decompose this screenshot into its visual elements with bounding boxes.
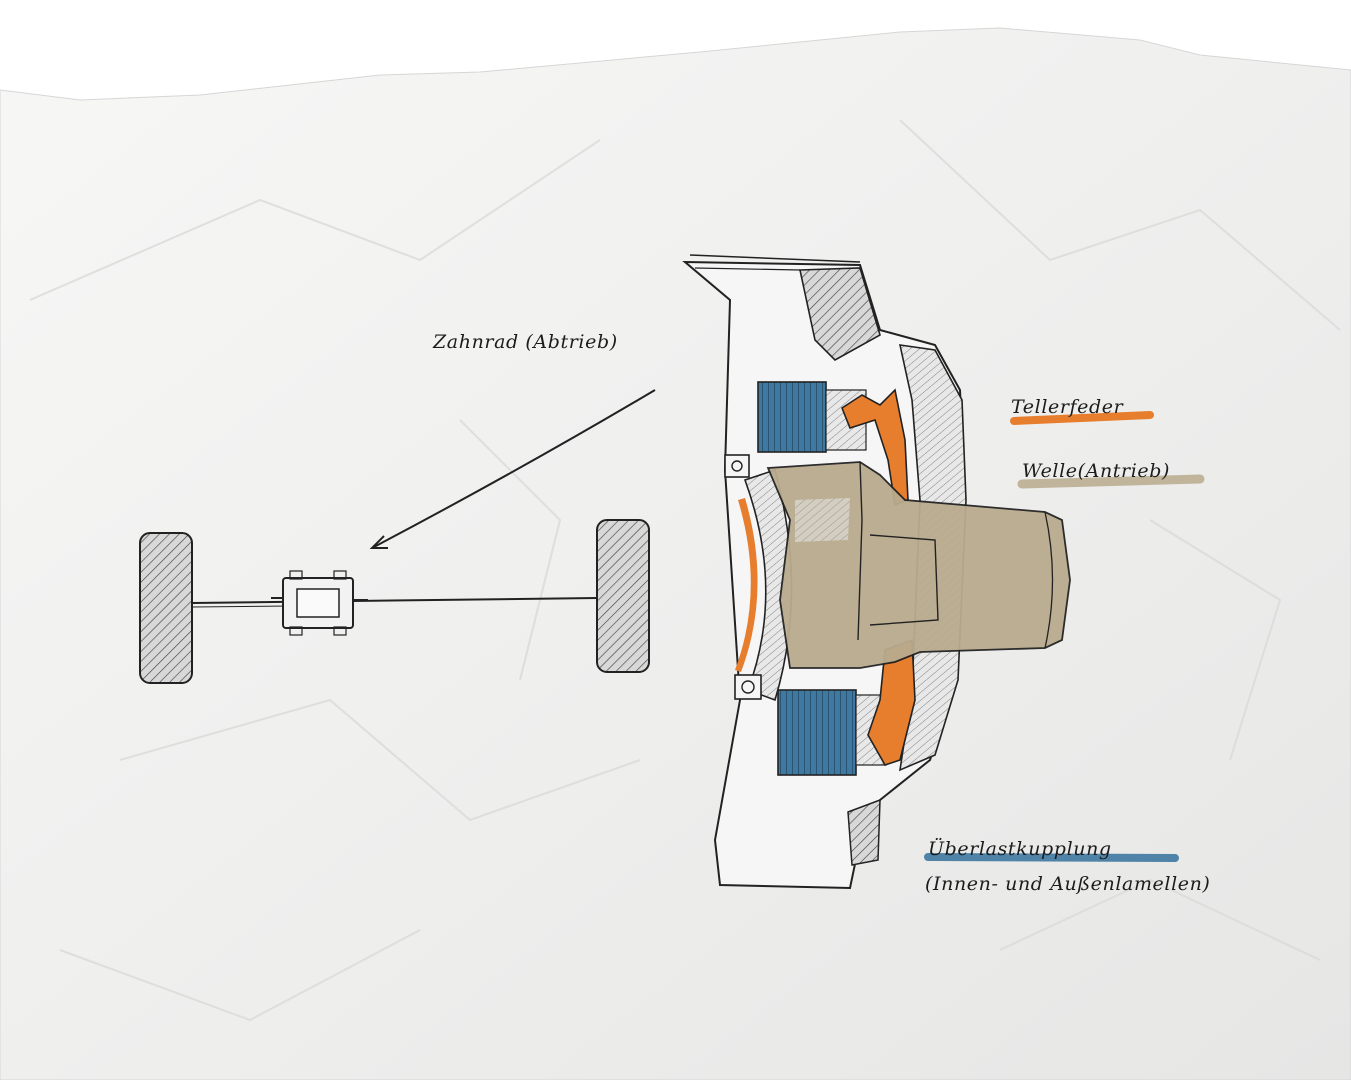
ueberlast-highlight [924, 853, 1179, 862]
orange-strip-left [735, 498, 758, 672]
axle-sketch [139, 389, 656, 684]
welle-highlight [1017, 474, 1205, 489]
paper-sheet [0, 27, 1351, 1080]
wheel-left [139, 532, 193, 684]
clutch-section [682, 254, 1071, 890]
gear-teeth-top [799, 267, 881, 361]
differential-box [271, 570, 368, 636]
plate-pack-top [757, 381, 827, 453]
label-zahnrad: Zahnrad (Abtrieb) [433, 331, 618, 353]
shaft-hatch [795, 498, 850, 542]
label-welle: Welle(Antrieb) [1022, 460, 1171, 482]
wheel-right [596, 519, 650, 673]
gear-teeth-bottom [847, 798, 881, 866]
label-tellerfeder: Tellerfeder [1011, 396, 1124, 418]
tellerfeder-highlight [1010, 411, 1154, 425]
pointer-arrow [369, 389, 656, 549]
bearing-bottom [734, 674, 762, 700]
axle-shaft [191, 597, 598, 604]
label-highlights [924, 411, 1205, 862]
plate-pack-bottom [777, 689, 857, 776]
label-ueberlastkupplung: Überlastkupplung [928, 838, 1112, 860]
label-lamellen: (Innen- und Außenlamellen) [925, 873, 1211, 895]
bearing-top [724, 454, 750, 478]
